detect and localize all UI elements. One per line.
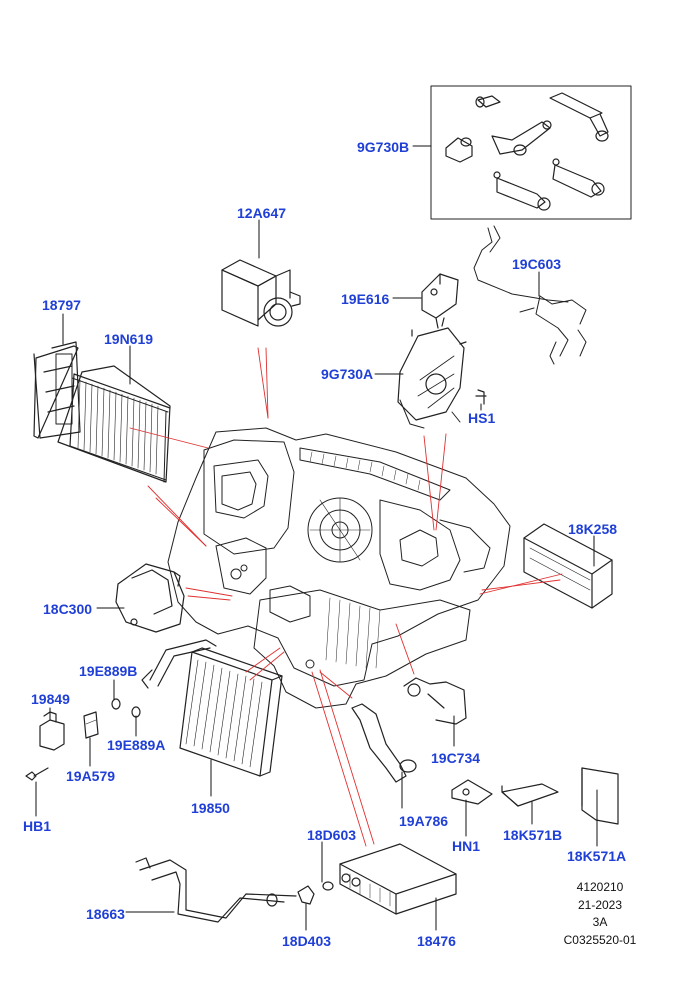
nut-HN1 (451, 779, 493, 805)
label-19A786[interactable]: 19A786 (399, 813, 449, 829)
label-19850[interactable]: 19850 (191, 800, 230, 816)
duct-18K258 (523, 523, 613, 609)
inset-box-9G730B (430, 85, 632, 220)
label-18476[interactable]: 18476 (417, 933, 456, 949)
label-9G730A[interactable]: 9G730A (321, 366, 374, 382)
actuator-link-part (493, 171, 551, 211)
actuator-19E616 (421, 273, 459, 329)
label-18663[interactable]: 18663 (86, 906, 125, 922)
filter-cover-18797 (33, 341, 81, 439)
label-HN1[interactable]: HN1 (452, 838, 481, 854)
actuator-link-part (475, 95, 501, 108)
connector-18D403 (297, 885, 315, 905)
label-18C300[interactable]: 18C300 (43, 601, 93, 617)
label-18D603[interactable]: 18D603 (307, 827, 357, 843)
bracket-19A579 (83, 711, 99, 739)
label-19E889A[interactable]: 19E889A (107, 737, 166, 753)
label-18K571A[interactable]: 18K571A (567, 848, 627, 864)
label-HB1[interactable]: HB1 (23, 818, 52, 834)
leader-lines (35, 145, 598, 931)
label-19A579[interactable]: 19A579 (66, 768, 116, 784)
hvac-housing (167, 427, 511, 709)
actuator-link-part (552, 158, 605, 198)
label-19C734[interactable]: 19C734 (431, 750, 481, 766)
reference-date-code: 21-2023 (577, 898, 623, 912)
label-9G730B[interactable]: 9G730B (357, 139, 410, 155)
valve-19849 (39, 711, 65, 751)
screw-HS1 (475, 389, 487, 405)
actuator-lever-part (491, 120, 552, 156)
reference-number: 4120210 (576, 880, 624, 894)
tube-19C734 (403, 677, 467, 725)
cabin-air-filter-19N619 (57, 365, 171, 483)
label-18D403[interactable]: 18D403 (282, 933, 332, 949)
label-HS1[interactable]: HS1 (468, 410, 496, 426)
actuator-assembly-9G730A (397, 317, 467, 429)
bracket-18K571A (581, 767, 619, 825)
label-19849[interactable]: 19849 (31, 691, 70, 707)
bracket-18K571B (501, 783, 559, 807)
reference-illustration-id: C0325520-01 (563, 933, 637, 947)
drain-tube-19A786 (351, 703, 417, 783)
label-18K571B[interactable]: 18K571B (503, 827, 563, 843)
label-19N619[interactable]: 19N619 (104, 331, 154, 347)
housing-cover-18C300 (115, 563, 185, 633)
label-18797[interactable]: 18797 (42, 297, 81, 313)
heater-core-18476 (339, 843, 457, 915)
label-19E889B[interactable]: 19E889B (79, 663, 138, 679)
wiring-harness-19C603 (473, 225, 587, 365)
clip-19E889B (111, 698, 121, 710)
heater-hoses-18663 (135, 857, 297, 923)
actuator-link-part (549, 92, 609, 142)
label-18K258[interactable]: 18K258 (568, 521, 618, 537)
heater-core-19850 (141, 639, 283, 777)
callout-lines (129, 347, 563, 847)
bolt-HB1 (25, 767, 49, 781)
label-19E616[interactable]: 19E616 (341, 291, 390, 307)
label-12A647[interactable]: 12A647 (237, 205, 287, 221)
seal-18D603 (322, 881, 334, 891)
actuator-cap-part (445, 137, 473, 163)
label-19C603[interactable]: 19C603 (512, 256, 562, 272)
reference-revision: 3A (592, 915, 608, 929)
blower-motor-actuator-12A647 (221, 259, 301, 327)
